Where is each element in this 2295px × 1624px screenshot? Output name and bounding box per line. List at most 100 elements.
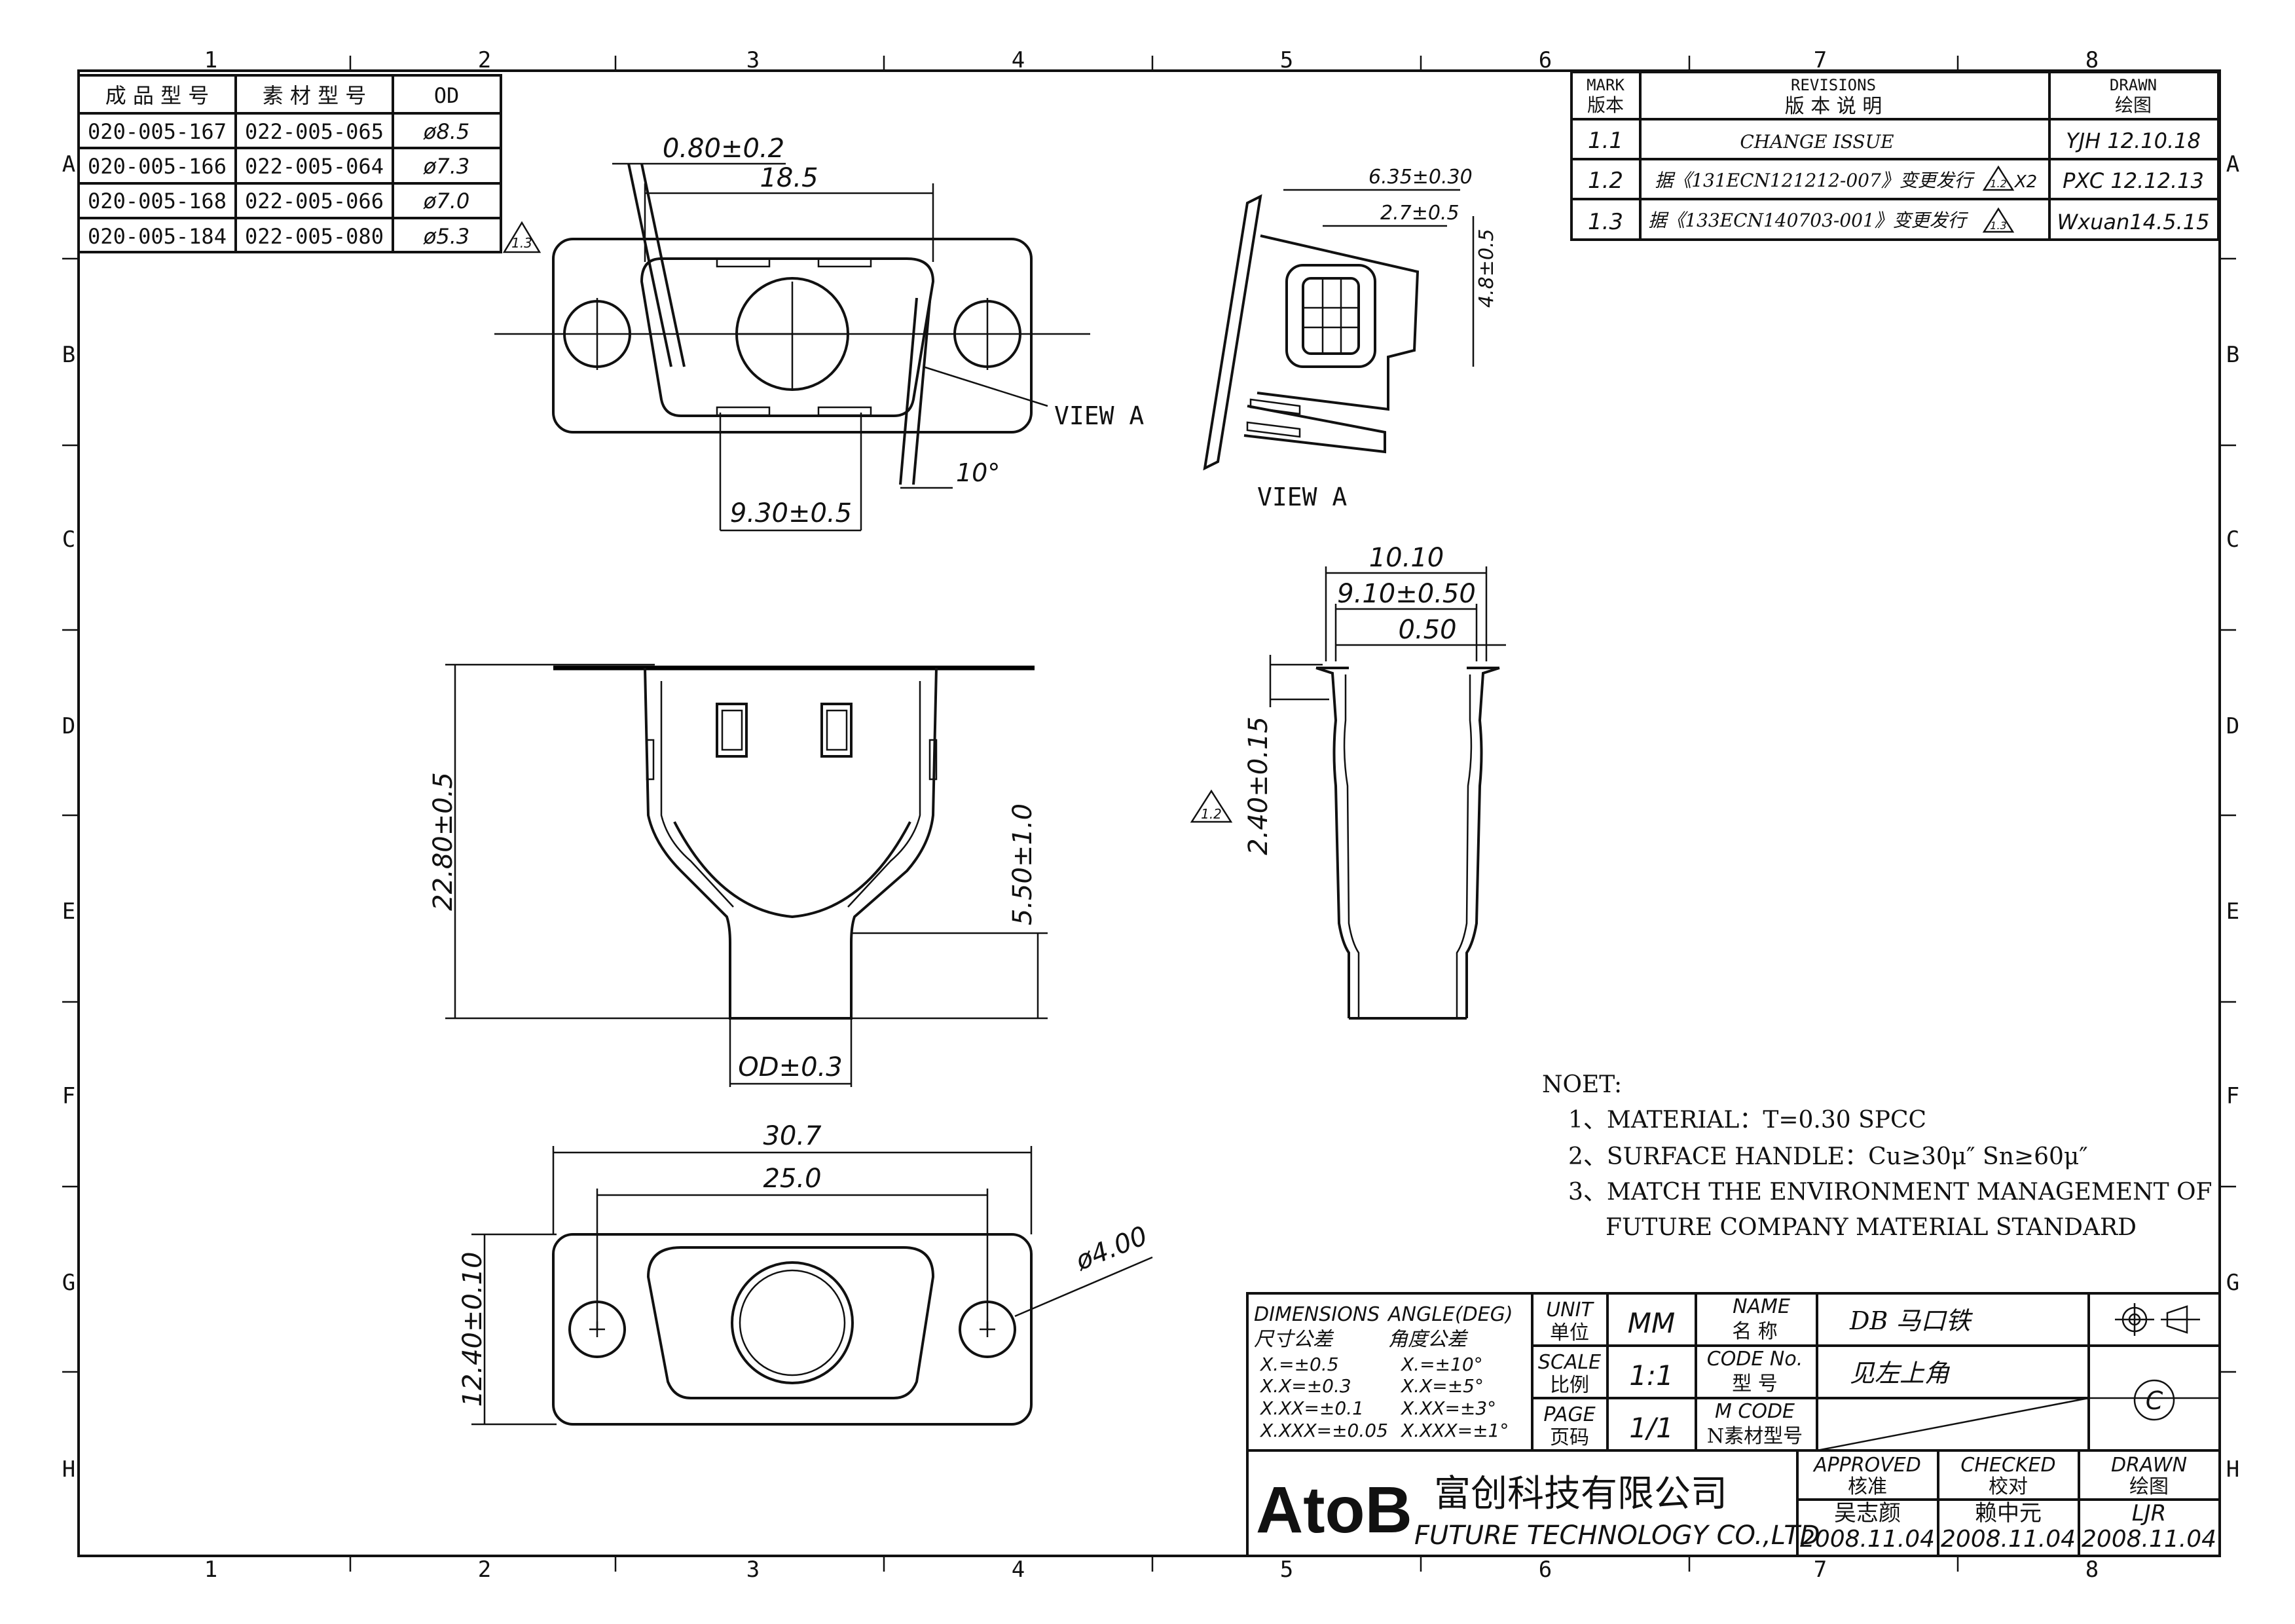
dim-label: 2.7±0.5 (1380, 202, 1460, 225)
dim-label: 22.80±0.5 (428, 772, 458, 911)
bottom-view: 30.7 25.0 12.40±0.10 ø4.00 (458, 1121, 1153, 1426)
drawn-date: 2008.11.04 (2082, 1526, 2216, 1553)
col-label: 4 (1012, 1557, 1025, 1583)
dim-label: 0.80±0.2 (663, 134, 784, 164)
grid-labels: 1 2 3 4 5 6 7 8 1 2 3 4 5 6 7 8 A B C D … (62, 47, 2239, 1583)
row-label: D (62, 713, 75, 739)
rev-header: REVISIONS (1791, 76, 1876, 94)
tb-label: 型 号 (1732, 1373, 1778, 1395)
rev-header: 版本 (1587, 94, 1624, 116)
revision-triangle-label: 1.2 (1201, 806, 1222, 822)
col-label: 5 (1280, 47, 1293, 73)
row-label: F (62, 1083, 75, 1109)
view-title: VIEW A (1257, 483, 1347, 511)
tol-dim: X.XX=±0.1 (1259, 1397, 1364, 1419)
tb-label: PAGE (1543, 1403, 1595, 1426)
table-cell: ø8.5 (423, 119, 469, 144)
tol-ang: X.X=±5° (1400, 1375, 1484, 1397)
part-number-table: 成 品 型 号 素 材 型 号 OD 020-005-167 022-005-0… (77, 74, 542, 253)
tb-label: APPROVED (1812, 1454, 1921, 1477)
row-label: H (2226, 1456, 2239, 1483)
copyright-icon (2133, 1379, 2175, 1421)
revision-triangle-icon (1982, 165, 2015, 191)
col-label: 2 (478, 47, 491, 73)
tb-label: 核准 (1848, 1475, 1887, 1498)
notes: NOET: 1、MATERIAL：T=0.30 SPCC 2、SURFACE H… (1542, 1071, 2212, 1241)
rev-drawn: PXC 12.12.13 (2063, 168, 2204, 193)
checked-date: 2008.11.04 (1941, 1526, 2076, 1553)
rev-mark: 1.2 (1588, 168, 1623, 194)
top-view: 18.5 0.80±0.2 9.30±0.5 10° VIEW A (494, 134, 1144, 532)
dim-label: 12.40±0.10 (458, 1251, 488, 1407)
rev-desc: 据《133ECN140703-001》变更发行 (1648, 210, 1969, 231)
approved-name: 吴志颜 (1834, 1500, 1901, 1526)
row-label: E (62, 898, 75, 925)
tol-ang: X.XX=±3° (1400, 1397, 1496, 1419)
revisions-table: MARK 版本 REVISIONS 版 本 说 明 DRAWN 绘图 1.1 1… (1570, 71, 2220, 241)
dim-label: 10° (956, 458, 1000, 487)
col-label: 5 (1280, 1557, 1293, 1583)
tb-label: 页码 (1550, 1426, 1589, 1449)
checked-name: 赖中元 (1975, 1500, 2042, 1526)
tb-value: MM (1628, 1307, 1675, 1339)
tol-dim: X.=±0.5 (1259, 1354, 1339, 1375)
dim-label: 5.50±1.0 (1008, 803, 1038, 925)
tb-label: SCALE (1538, 1351, 1601, 1374)
row-label: A (62, 151, 75, 177)
dim-label: 4.8±0.5 (1475, 229, 1498, 308)
row-label: G (62, 1270, 75, 1296)
dim-label: 0.50 (1398, 615, 1456, 645)
rev-header: DRAWN (2110, 76, 2157, 94)
tb-label: 角度公差 (1388, 1328, 1469, 1351)
copyright-label: C (2146, 1386, 2163, 1415)
col-label: 6 (1539, 1557, 1552, 1583)
rev-header: 绘图 (2115, 94, 2152, 116)
drawn-name: LJR (2132, 1500, 2167, 1526)
row-label: C (2226, 526, 2239, 553)
table-cell: 020-005-167 (88, 119, 227, 144)
part-name-value: DB 马口铁 (1849, 1306, 1973, 1335)
rev-drawn: Wxuan14.5.15 (2057, 210, 2210, 234)
title-block: DIMENSIONS ANGLE(DEG) 尺寸公差 角度公差 X.=±0.5 … (1246, 1292, 2221, 1557)
table-cell: 022-005-065 (245, 119, 384, 144)
row-label: A (2226, 151, 2239, 177)
tb-label: 绘图 (2129, 1475, 2169, 1498)
row-label: C (62, 526, 75, 553)
tb-label: UNIT (1546, 1299, 1594, 1321)
rev-suffix: X2 (2013, 172, 2037, 192)
col-label: 7 (1814, 1557, 1827, 1583)
company-name-en: FUTURE TECHNOLOGY CO.,LTD (1414, 1521, 1820, 1551)
col-label: 3 (746, 1557, 760, 1583)
table-cell: 022-005-066 (245, 189, 384, 213)
grid-ticks (62, 56, 2236, 1572)
tb-value: 1/1 (1629, 1412, 1674, 1444)
row-label: G (2226, 1270, 2239, 1296)
col-label: 8 (2085, 47, 2099, 73)
table-header: 素 材 型 号 (263, 83, 367, 108)
revision-triangle-label: 1.3 (1990, 219, 2006, 232)
table-cell: 020-005-168 (88, 189, 227, 213)
revision-triangle-label: 1.3 (511, 235, 532, 251)
tb-label: 尺寸公差 (1254, 1328, 1334, 1351)
tb-label: NAME (1733, 1295, 1790, 1318)
note-item: 1、MATERIAL：T=0.30 SPCC (1568, 1107, 1926, 1134)
note-item: 3、MATCH THE ENVIRONMENT MANAGEMENT OF (1568, 1179, 2212, 1206)
tb-label: 校对 (1989, 1475, 2028, 1498)
dim-label: 6.35±0.30 (1368, 166, 1473, 189)
note-item: FUTURE COMPANY MATERIAL STANDARD (1606, 1214, 2137, 1241)
code-value: 见左上角 (1850, 1359, 1951, 1388)
revision-triangle-icon (1190, 789, 1233, 823)
view-a: 6.35±0.30 2.7±0.5 4.8±0.5 VIEW A (1203, 166, 1498, 511)
row-label: B (2226, 342, 2239, 368)
tb-label: DIMENSIONS (1254, 1303, 1380, 1326)
note-item: 2、SURFACE HANDLE：Cu≥30μ″ Sn≥60μ″ (1568, 1143, 2088, 1170)
tol-dim: X.X=±0.3 (1259, 1375, 1351, 1397)
tb-label: 名 称 (1732, 1320, 1778, 1343)
rev-header: 版 本 说 明 (1785, 95, 1882, 118)
col-label: 3 (746, 47, 760, 73)
dim-label: 9.10±0.50 (1337, 579, 1476, 609)
row-label: E (2226, 898, 2239, 925)
border-frame (77, 69, 2221, 1557)
rev-desc: 据《131ECN121212-007》变更发行 (1655, 170, 1975, 191)
tb-label: 单位 (1550, 1321, 1589, 1344)
